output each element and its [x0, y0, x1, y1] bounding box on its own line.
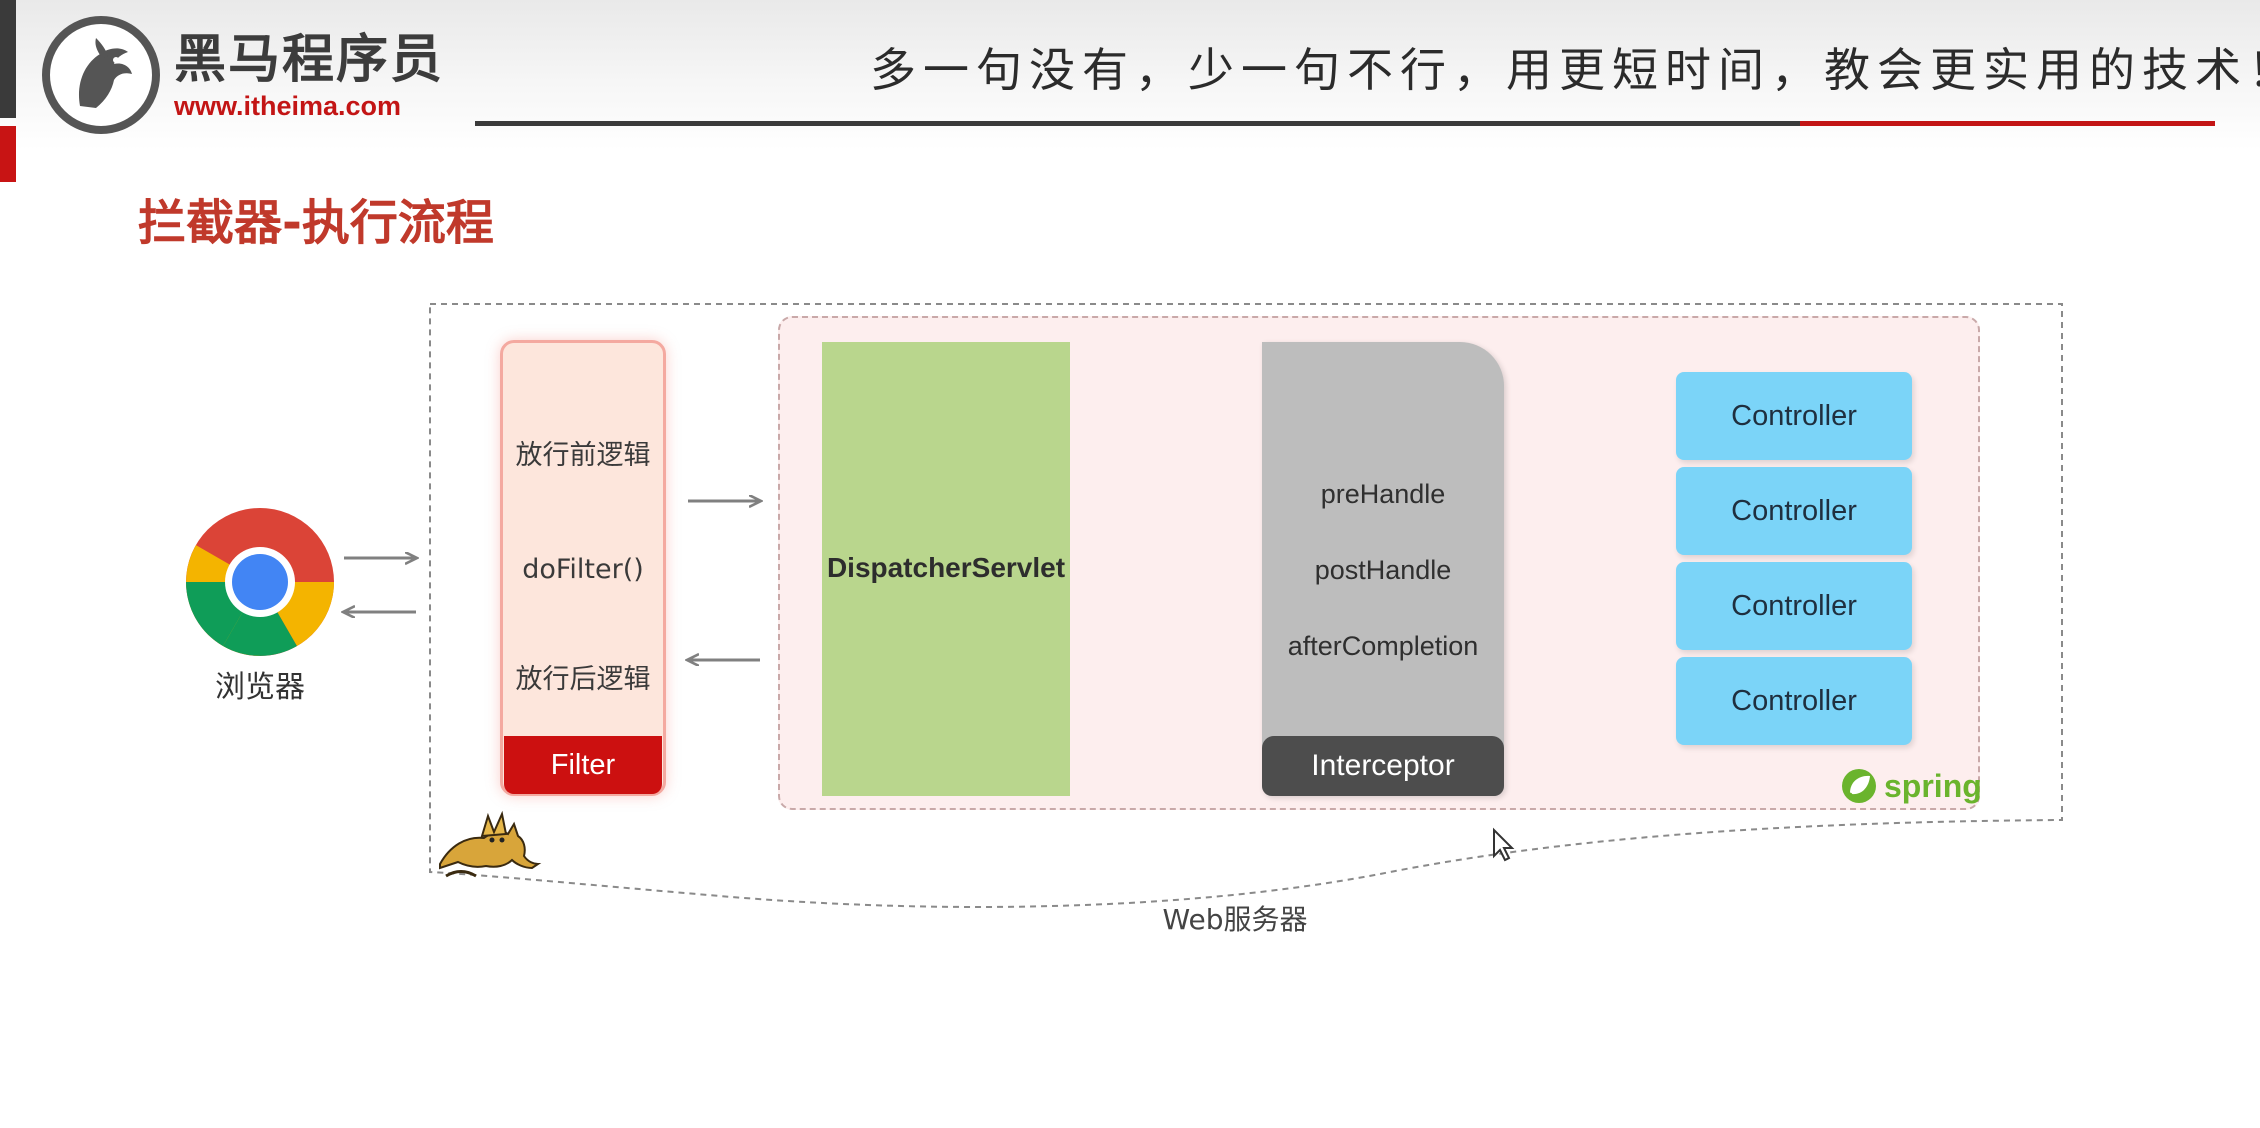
interceptor-label: Interceptor	[1262, 736, 1504, 796]
controller-box: Controller	[1676, 562, 1912, 650]
logo-name: 黑马程序员	[174, 30, 445, 90]
cursor-icon	[1493, 827, 1515, 862]
controller-box: Controller	[1676, 467, 1912, 555]
web-server-label: Web服务器	[1162, 903, 1308, 936]
filter-label: Filter	[504, 736, 662, 794]
interceptor-posthandle: postHandle	[1314, 555, 1452, 585]
header-divider	[475, 121, 1800, 126]
spring-logo: spring	[1840, 766, 1982, 806]
controller-box: Controller	[1676, 372, 1912, 460]
chrome-icon	[186, 508, 334, 656]
filter-box	[500, 340, 666, 796]
tomcat-icon	[439, 810, 542, 878]
filter-before-text: 放行前逻辑	[515, 440, 651, 471]
spring-text: spring	[1884, 768, 1982, 804]
controller-box: Controller	[1676, 657, 1912, 745]
browser-label: 浏览器	[215, 670, 305, 705]
filter-after-text: 放行后逻辑	[515, 664, 651, 695]
header-slogan: 多一句没有，少一句不行，用更短时间，教会更实用的技术！	[870, 43, 2260, 97]
left-accent-red	[0, 126, 16, 182]
dispatcher-servlet-box	[822, 342, 1070, 796]
left-accent-dark	[0, 0, 16, 118]
interceptor-prehandle: preHandle	[1320, 479, 1446, 509]
interceptor-aftercompletion: afterCompletion	[1287, 631, 1479, 661]
header-divider-accent	[1800, 121, 2215, 126]
interceptor-box	[1262, 342, 1504, 796]
spring-leaf-icon	[1842, 769, 1876, 803]
horse-logo-icon	[42, 16, 160, 134]
page-title: 拦截器-执行流程	[138, 195, 494, 251]
web-server-boundary	[429, 303, 2063, 908]
filter-dofilter-text: doFilter()	[522, 554, 644, 585]
dispatcher-servlet-label: DispatcherServlet	[826, 552, 1066, 583]
logo-url: www.itheima.com	[174, 91, 402, 121]
